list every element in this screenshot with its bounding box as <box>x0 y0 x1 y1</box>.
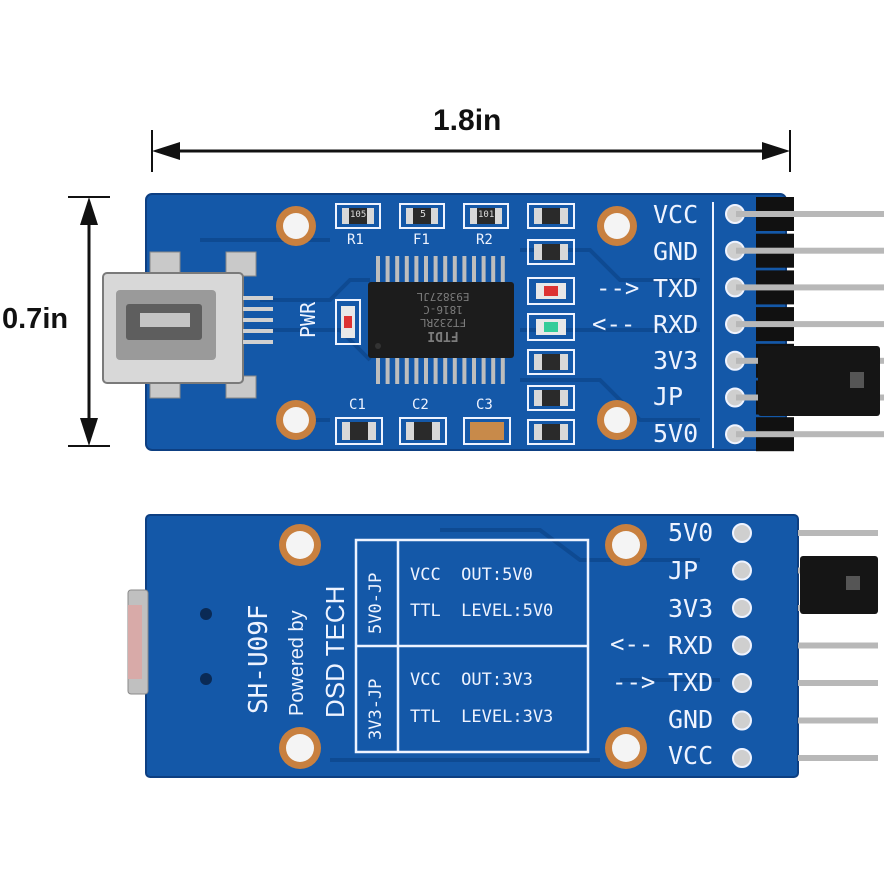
back-mounting-holes <box>279 524 647 769</box>
brand-label: DSD TECH <box>320 585 350 718</box>
back-tx-arrow: --> <box>612 668 656 696</box>
powered-by-label: Powered by <box>286 610 308 716</box>
front-pin-label-gnd: GND <box>653 237 699 266</box>
label-f1: F1 <box>413 232 430 248</box>
model-label: SH-U09F <box>244 604 274 714</box>
height-dimension-label: 0.7in <box>2 303 69 335</box>
label-r2: R2 <box>476 232 493 248</box>
jp5v-line-1: VCC OUT:5V0 <box>410 565 533 585</box>
mini-usb-connector <box>102 251 273 399</box>
back-pin-label-3v3: 3V3 <box>668 594 714 623</box>
label-c2: C2 <box>412 397 429 413</box>
front-pin-label-vcc: VCC <box>653 200 699 229</box>
front-pin-label-5v0: 5V0 <box>653 419 699 448</box>
jp3v-header: 3V3-JP <box>366 678 386 740</box>
back-pin-label-rxd: RXD <box>668 631 714 660</box>
jp5v-header: 5V0-JP <box>366 572 386 634</box>
label-r1: R1 <box>347 232 364 248</box>
smd-code-f1: 5 <box>420 209 427 220</box>
jp3v-line-1: VCC OUT:3V3 <box>410 670 533 690</box>
front-rx-arrow: <-- <box>592 310 636 338</box>
front-pin-label-rxd: RXD <box>653 310 699 339</box>
smd-right-column <box>527 203 575 445</box>
pwr-led-outline <box>335 299 361 345</box>
jumper-cap <box>758 346 880 416</box>
smd-top-row <box>335 203 509 229</box>
label-c3: C3 <box>476 397 493 413</box>
jp3v-line-2: TTL LEVEL:3V3 <box>410 707 554 727</box>
label-c1: C1 <box>349 397 366 413</box>
ftdi-chip <box>376 256 505 384</box>
back-pin-label-vcc: VCC <box>668 741 714 770</box>
back-jumper-cap <box>800 556 878 614</box>
back-pin-label-gnd: GND <box>668 705 714 734</box>
jp5v-line-2: TTL LEVEL:5V0 <box>410 601 554 621</box>
width-dimension-label: 1.8in <box>433 104 502 137</box>
smd-code-r2: 101 <box>478 210 495 220</box>
back-rx-arrow: <-- <box>610 630 654 658</box>
front-pin-label-txd: TXD <box>653 274 699 303</box>
back-pin-label-jp: JP <box>668 556 699 585</box>
smd-code-r1: 105 <box>350 210 367 220</box>
back-pin-label-5v0: 5V0 <box>668 518 714 547</box>
front-pin-label-3v3: 3V3 <box>653 346 699 375</box>
front-tx-arrow: --> <box>596 274 640 302</box>
back-pin-label-txd: TXD <box>668 668 714 697</box>
smd-capacitors <box>335 417 511 445</box>
front-pin-label-jp: JP <box>653 382 684 411</box>
mounting-holes <box>276 206 637 440</box>
